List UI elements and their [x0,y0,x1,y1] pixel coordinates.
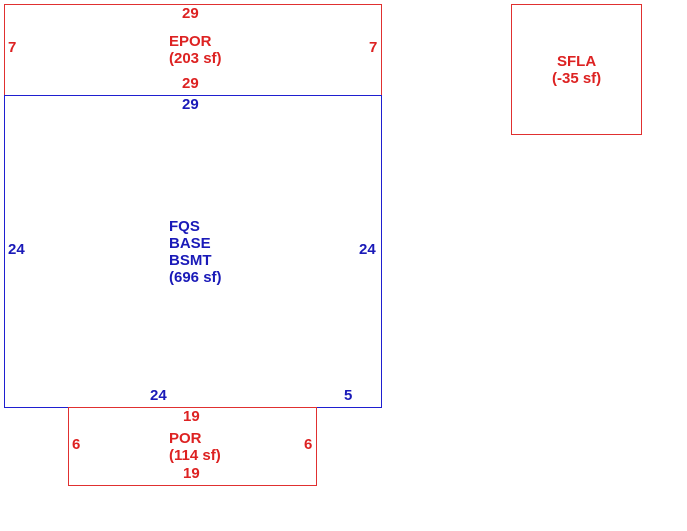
base-bottom-left-dimension: 24 [150,387,167,404]
epor-bottom-dimension: 29 [182,75,199,92]
por-name: POR [169,430,202,447]
por-top-dimension: 19 [183,408,200,425]
por-left-dimension: 6 [72,436,81,453]
por-bottom-dimension: 19 [183,465,200,482]
epor-top-dimension: 29 [182,5,199,22]
base-area-label: FQS BASE BSMT (696 sf) [169,218,222,286]
base-top-dimension: 29 [182,96,199,113]
sfla-area-outline [511,4,642,135]
sfla-area-label: SFLA (-35 sf) [552,53,601,87]
epor-right-dimension: 7 [369,39,378,56]
por-right-dimension: 6 [304,436,313,453]
por-area-outline [68,407,317,486]
por-area-label: POR (114 sf) [169,430,221,464]
base-left-dimension: 24 [8,241,25,258]
sfla-name: SFLA [557,53,597,70]
epor-name: EPOR [169,33,212,50]
base-square-feet: (696 sf) [169,269,222,286]
base-right-dimension: 24 [359,241,376,258]
epor-area-label: EPOR (203 sf) [169,33,222,67]
epor-left-dimension: 7 [8,39,17,56]
base-label-line-1: FQS [169,218,200,235]
base-label-line-2: BASE [169,235,211,252]
sfla-square-feet: (-35 sf) [552,70,602,87]
epor-square-feet: (203 sf) [169,50,222,67]
por-square-feet: (114 sf) [169,447,221,464]
base-label-line-3: BSMT [169,252,212,269]
base-bottom-right-dimension: 5 [344,387,353,404]
